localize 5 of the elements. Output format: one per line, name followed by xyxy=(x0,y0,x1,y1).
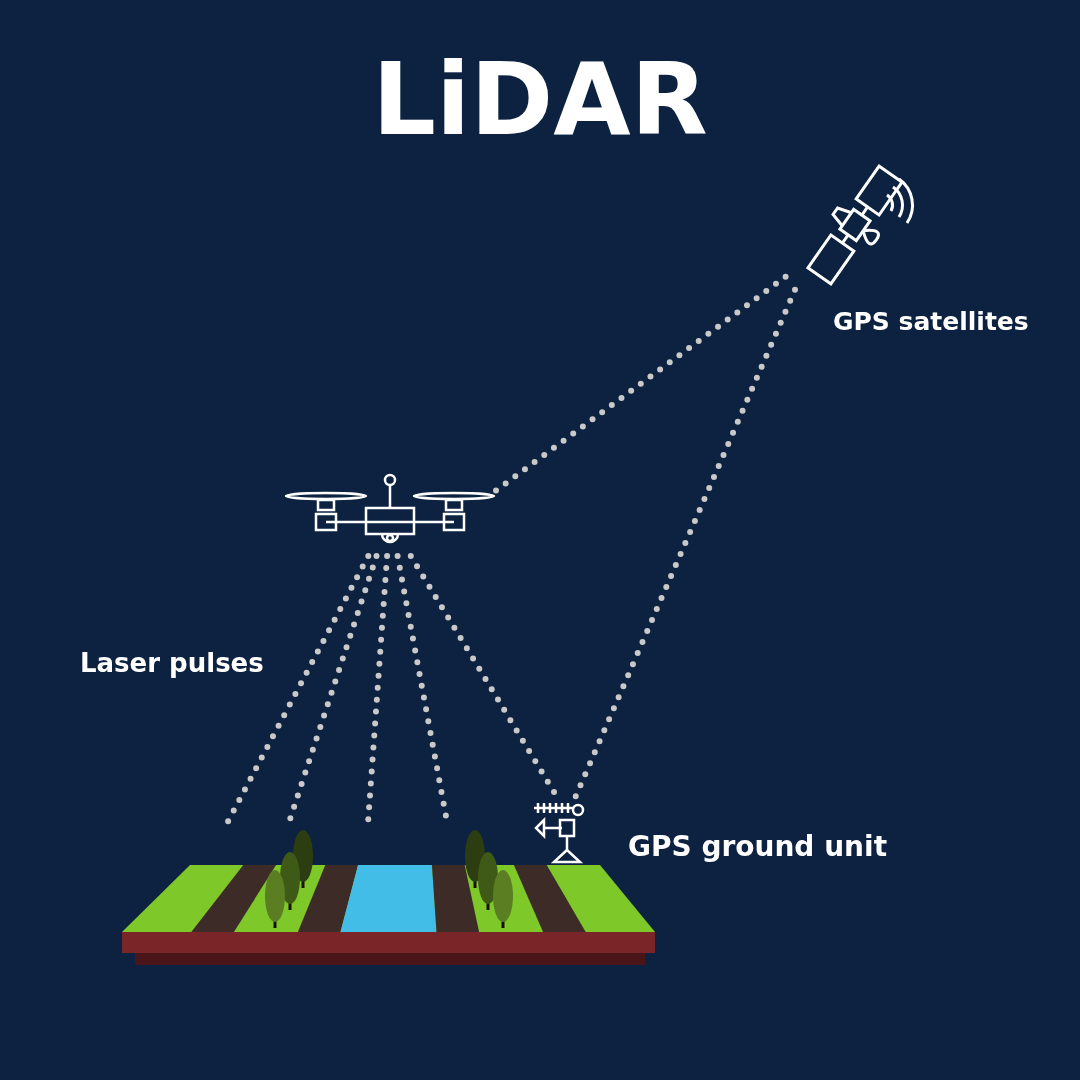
signal-line xyxy=(572,286,798,801)
node-label: GPS satellites xyxy=(833,306,1029,338)
title: LiDAR xyxy=(371,40,709,160)
node-label: GPS ground unit xyxy=(628,830,887,864)
annotation-label: Laser pulses xyxy=(80,648,264,678)
